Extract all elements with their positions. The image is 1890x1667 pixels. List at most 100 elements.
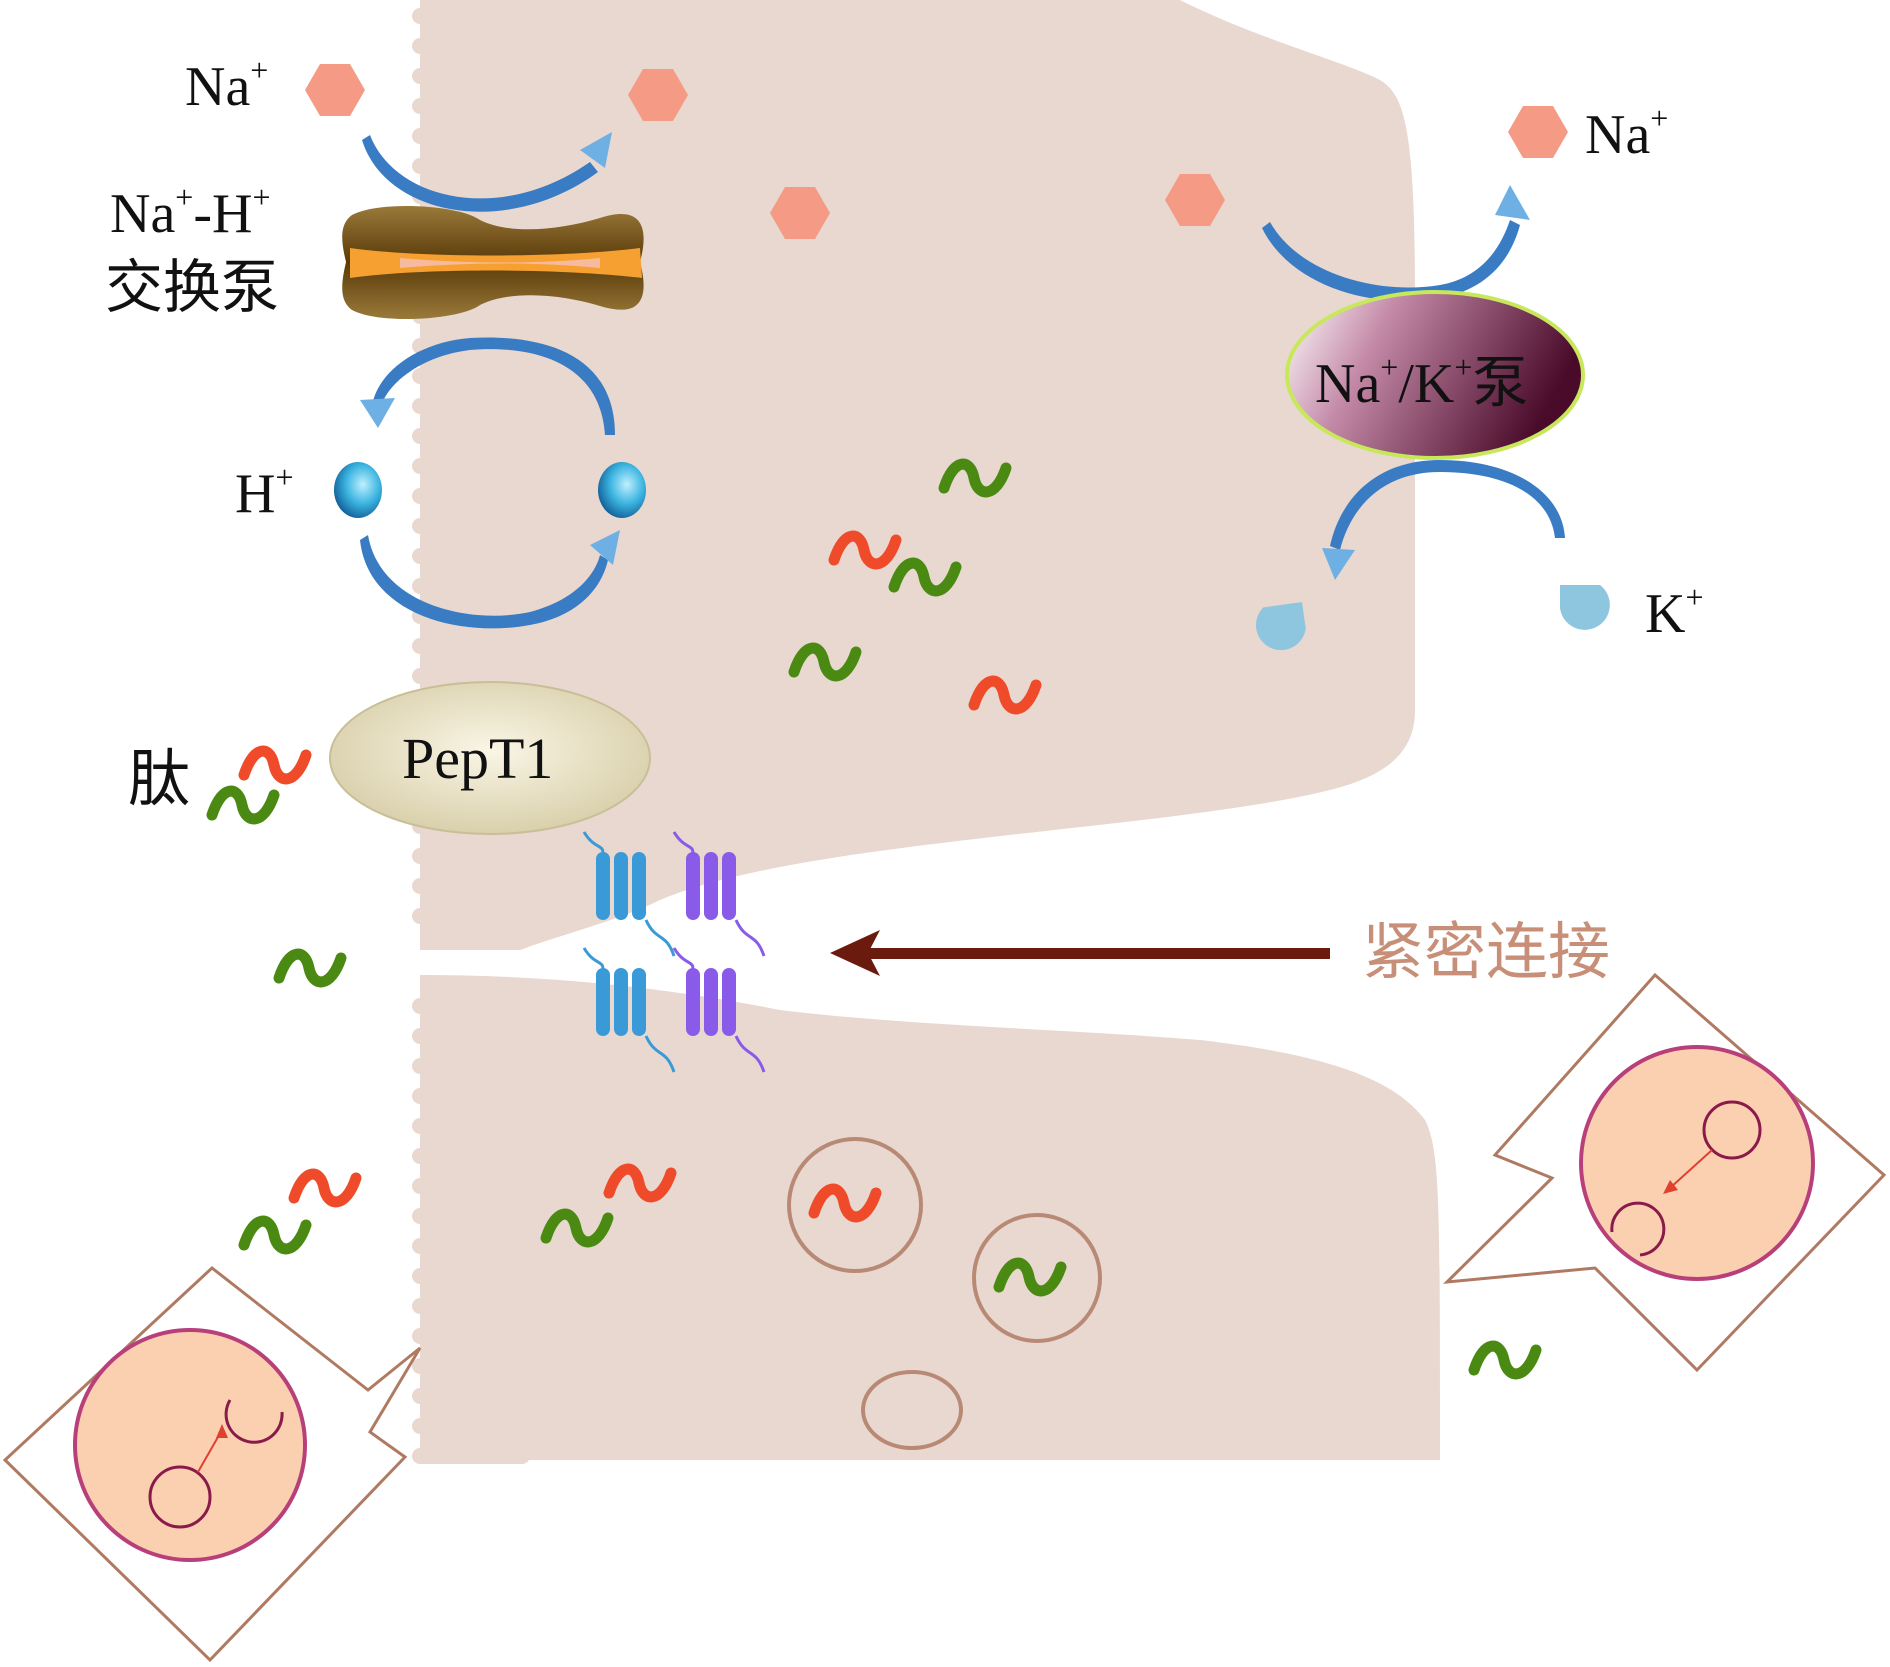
h-cycle-arrow-bottom-icon — [360, 535, 608, 629]
hydrogen-ion-icon — [334, 462, 382, 518]
microvillus — [412, 38, 530, 54]
peptide-chain-icon — [238, 745, 312, 785]
microvillus — [412, 1088, 530, 1104]
claudin-helix-icon — [722, 852, 736, 920]
microvillus — [412, 998, 530, 1014]
callout-cell — [73, 1328, 307, 1562]
claudin-helix-icon — [614, 968, 628, 1036]
microvillus — [412, 398, 530, 414]
peptide-chain-icon — [288, 1168, 362, 1208]
microvillus — [412, 668, 530, 684]
peptides — [138, 458, 1749, 1520]
microvillus — [412, 98, 530, 114]
potassium-ions — [1256, 585, 1610, 651]
inner-vesicle — [148, 1465, 212, 1529]
basolateral-exocytosis-callout — [1442, 972, 1887, 1373]
na-influx-arrow-icon — [362, 135, 598, 212]
tight-junction-arrow — [830, 930, 1330, 976]
peptide-chain-icon — [206, 785, 280, 825]
transport-direction-arrowhead-icon — [1663, 1180, 1678, 1194]
microvillus — [412, 1388, 530, 1404]
claudin-tail — [734, 1035, 766, 1073]
microvillus — [412, 1238, 530, 1254]
microvillus — [412, 878, 530, 894]
endocytic-vesicle — [787, 1137, 923, 1273]
tight-junction-proteins — [582, 831, 766, 1073]
arrow-head-icon — [830, 930, 880, 976]
transport-direction-arrowhead-icon — [216, 1424, 228, 1438]
peptide-chain-icon — [968, 675, 1042, 715]
apical-endocytosis-callout — [2, 1266, 422, 1663]
label-na-k-pump: Na+/K+泵 — [1315, 349, 1528, 416]
claudin-tail — [644, 1035, 676, 1073]
label-k-ion: K+ — [1645, 579, 1704, 645]
na-h-exchanger — [342, 205, 644, 320]
sodium-ion-icon — [770, 187, 830, 239]
microvillus — [412, 638, 530, 654]
label-na-outer: Na+ — [185, 52, 268, 118]
peptide-chain-icon — [273, 948, 347, 988]
na-efflux-arrowhead-icon — [1495, 185, 1530, 220]
claudin-helix-icon — [596, 968, 610, 1036]
microvillus — [412, 908, 530, 924]
label-peptide: 肽 — [128, 742, 190, 815]
sodium-ion-icon — [1508, 106, 1568, 158]
microvillus — [412, 128, 530, 144]
k-influx-arrowhead-icon — [1322, 548, 1355, 580]
k-influx-arrow-icon — [1330, 460, 1565, 550]
labels: Na+ Na+-H+ 交换泵 H+ PepT1 肽 Na+/K+泵 Na+ K+… — [105, 52, 1704, 988]
peptide-chain-icon — [603, 1163, 677, 1203]
microvillus — [412, 1358, 530, 1374]
claudin-helix-icon — [704, 852, 718, 920]
microvillus — [412, 1208, 530, 1224]
peptide-chain-icon — [808, 1183, 882, 1223]
potassium-ion-icon — [1560, 585, 1610, 630]
claudin-helix-icon — [596, 852, 610, 920]
claudin-loop — [672, 947, 695, 975]
microvillus — [412, 1298, 530, 1314]
microvillus — [412, 1418, 530, 1434]
claudin-helix-icon — [632, 968, 646, 1036]
claudin-tail — [734, 919, 766, 957]
exchanger-channel-highlight — [400, 258, 600, 268]
endocytic-vesicle — [972, 1213, 1102, 1343]
peptide-chain-icon — [540, 1208, 614, 1248]
label-na-basolateral: Na+ — [1585, 100, 1668, 166]
fusing-vesicle — [1610, 1201, 1666, 1257]
peptide-chain-icon — [888, 557, 962, 597]
hydrogen-ion-icon — [598, 462, 646, 518]
microvillus — [412, 1028, 530, 1044]
na-efflux-arrow-icon — [1262, 220, 1520, 301]
microvillus — [412, 1058, 530, 1074]
microvillus — [412, 548, 530, 564]
microvillus — [412, 1118, 530, 1134]
na-influx-arrowhead-icon — [580, 132, 612, 168]
microvillus — [412, 1448, 530, 1464]
claudin-helix-icon — [686, 968, 700, 1036]
claudin-tail — [644, 919, 676, 957]
upper-enterocyte — [420, 0, 1415, 950]
label-na-h-exchanger-line1: Na+-H+ — [110, 179, 270, 245]
label-pept1: PepT1 — [402, 726, 553, 791]
label-h-ion: H+ — [235, 459, 294, 525]
claudin-loop — [582, 831, 605, 859]
potassium-ion-icon — [1256, 601, 1306, 651]
sodium-ion-icon — [628, 69, 688, 121]
pept1-transporter-icon — [329, 681, 651, 835]
na-k-pump-body-icon — [1285, 290, 1585, 460]
lower-enterocyte — [420, 975, 1440, 1460]
na-k-pump — [1285, 290, 1585, 460]
claudin-helix-icon — [722, 968, 736, 1036]
claudin-helix-icon — [632, 852, 646, 920]
microvillus — [412, 8, 530, 24]
microvillus — [412, 1148, 530, 1164]
claudin-helix-icon — [686, 852, 700, 920]
microvillus — [412, 158, 530, 174]
peptide-chain-icon — [828, 530, 902, 570]
arrow-shaft — [860, 948, 1330, 959]
microvillus — [412, 428, 530, 444]
claudin-loop — [582, 947, 605, 975]
transport-arrows — [360, 132, 1565, 629]
endocytic-vesicle — [861, 1370, 963, 1450]
